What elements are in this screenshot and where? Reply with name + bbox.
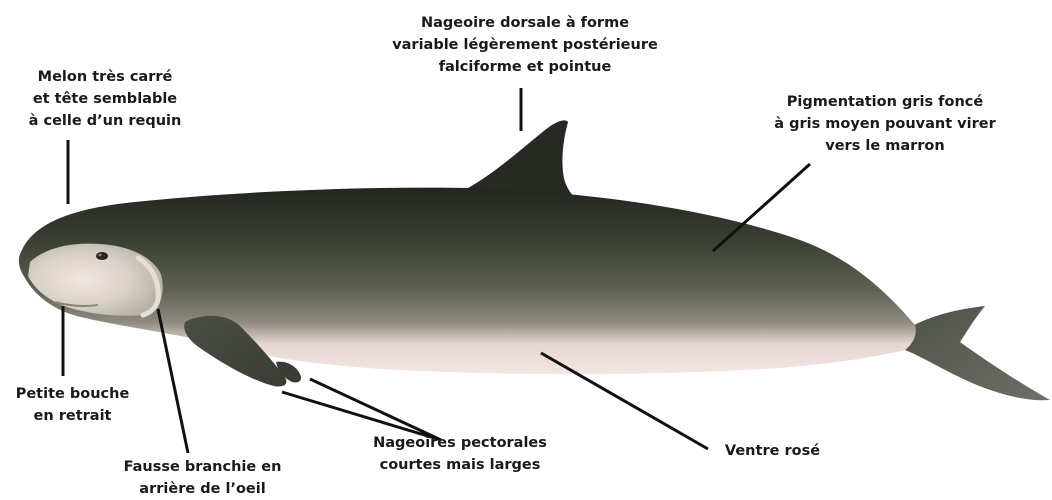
eye <box>96 252 108 260</box>
label-mouth: Petite bouche en retrait <box>0 383 145 427</box>
label-mouth-line-1: Petite bouche <box>0 383 145 405</box>
label-pectoral-fins-line-2: courtes mais larges <box>335 454 585 476</box>
label-mouth-line-2: en retrait <box>0 405 145 427</box>
label-belly: Ventre rosé <box>710 440 835 462</box>
label-false-gill-line-2: arrière de l’oeil <box>90 478 315 500</box>
leader-pectoral-b <box>310 379 441 440</box>
eye-highlight <box>98 254 101 256</box>
label-melon-line-3: à celle d’un requin <box>0 110 210 132</box>
tail-fluke <box>905 306 1050 400</box>
label-false-gill-line-1: Fausse branchie en <box>90 456 315 478</box>
label-melon: Melon très carré et tête semblable à cel… <box>0 66 210 132</box>
label-pigmentation-line-2: à gris moyen pouvant virer <box>735 113 1035 135</box>
label-dorsal-fin: Nageoire dorsale à forme variable légère… <box>340 12 710 78</box>
label-dorsal-fin-line-2: variable légèrement postérieure <box>340 34 710 56</box>
label-melon-line-1: Melon très carré <box>0 66 210 88</box>
label-pectoral-fins: Nageoires pectorales courtes mais larges <box>335 432 585 476</box>
label-melon-line-2: et tête semblable <box>0 88 210 110</box>
label-belly-line-1: Ventre rosé <box>710 440 835 462</box>
label-dorsal-fin-line-1: Nageoire dorsale à forme <box>340 12 710 34</box>
label-false-gill: Fausse branchie en arrière de l’oeil <box>90 456 315 500</box>
label-pectoral-fins-line-1: Nageoires pectorales <box>335 432 585 454</box>
label-pigmentation: Pigmentation gris foncé à gris moyen pou… <box>735 91 1035 157</box>
label-dorsal-fin-line-3: falciforme et pointue <box>340 56 710 78</box>
label-pigmentation-line-3: vers le marron <box>735 135 1035 157</box>
label-pigmentation-line-1: Pigmentation gris foncé <box>735 91 1035 113</box>
